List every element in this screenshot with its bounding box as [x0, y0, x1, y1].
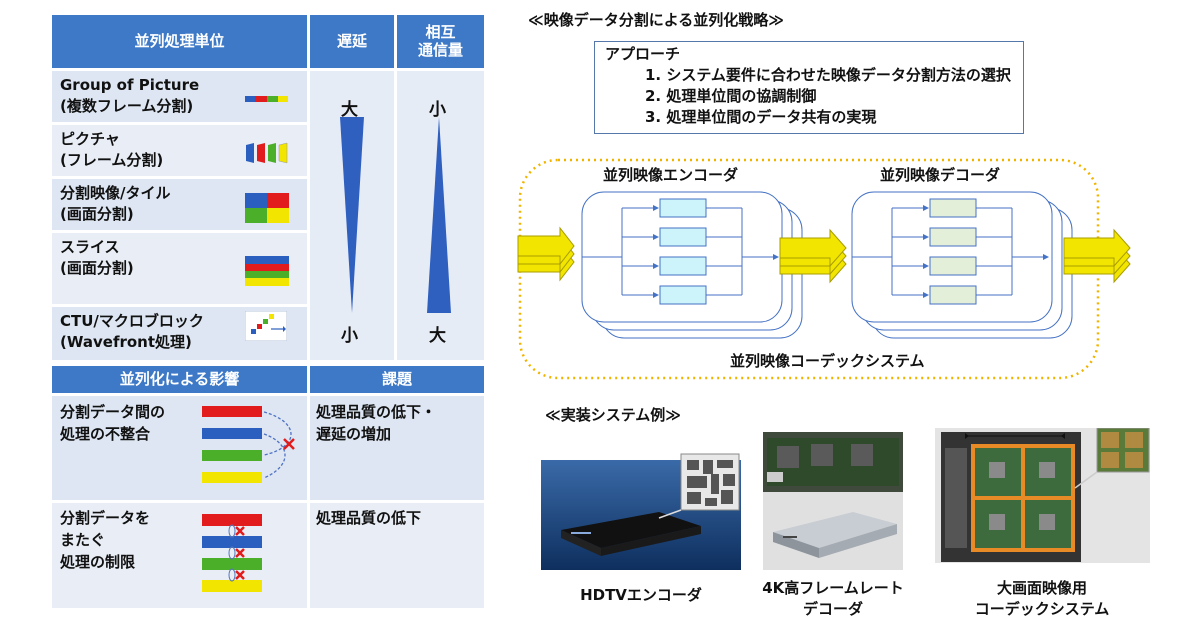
tile-icon — [245, 193, 289, 223]
parallel-codec-diagram — [517, 158, 1131, 380]
caption-4k-decoder: 4K高フレームレート デコーダ — [753, 578, 913, 620]
picture-frames-icon — [246, 142, 288, 164]
caption-hdtv-encoder: HDTVエンコーダ — [580, 586, 702, 604]
caption-large-line1: 大画面映像用 — [996, 579, 1087, 597]
table-row — [52, 396, 307, 500]
inconsistency-diagram — [202, 406, 295, 483]
system-label: 並列映像コーデックシステム — [730, 352, 925, 370]
4k-decoder-photo — [763, 432, 903, 570]
parallel-effect-table: 並列化による影響 課題 分割データ間の処理の不整合 処理品質の低下・遅延の増加 … — [52, 366, 484, 608]
header-comm-line1: 相互 — [425, 23, 456, 42]
parallel-unit-table: 並列処理単位 遅延 相互 通信量 Group of Picture(複数フレーム… — [52, 15, 484, 360]
communication-bottom-label: 大 — [429, 326, 446, 346]
table-row — [310, 503, 484, 608]
header-communication: 相互 通信量 — [397, 15, 484, 68]
encoder-label: 並列映像エンコーダ — [601, 165, 741, 187]
effect-label: 分割データ間の処理の不整合 — [60, 403, 166, 443]
issue-label: 処理品質の低下・遅延の増加 — [316, 403, 437, 443]
caption-4k-line1: 4K高フレームレート — [762, 579, 904, 597]
wavefront-icon — [245, 311, 287, 341]
output-arrow-icon — [1063, 228, 1131, 284]
row-label: 分割映像/タイル(画面分割) — [60, 184, 171, 223]
caption-large-screen-codec: 大画面映像用 コーデックシステム — [942, 578, 1142, 620]
large-screen-codec-photo — [935, 428, 1150, 563]
row-label: ピクチャ(フレーム分割) — [60, 130, 164, 169]
latency-bottom-label: 小 — [341, 326, 358, 346]
caption-large-line2: コーデックシステム — [974, 600, 1110, 618]
middle-arrow-icon — [779, 228, 847, 284]
row-label: Group of Picture(複数フレーム分割) — [60, 76, 200, 115]
approach-box: アプローチ 1. システム要件に合わせた映像データ分割方法の選択 2. 処理単位… — [594, 41, 1024, 134]
latency-wedge — [340, 117, 364, 313]
table-row — [52, 503, 307, 608]
table-row — [310, 396, 484, 500]
caption-4k-line2: デコーダ — [802, 600, 863, 618]
approach-item: 2. 処理単位間の協調制御 — [645, 87, 817, 105]
boundary-limit-diagram — [202, 514, 262, 592]
effect-label: 分割データをまたぐ処理の制限 — [60, 509, 151, 571]
communication-top-label: 小 — [429, 100, 446, 120]
communication-wedge — [427, 117, 451, 313]
decoder-label: 並列映像デコーダ — [878, 165, 1003, 187]
row-label: スライス(画面分割) — [60, 238, 134, 277]
header-parallel-unit: 並列処理単位 — [52, 15, 307, 68]
strategy-title: ≪映像データ分割による並列化戦略≫ — [528, 11, 784, 29]
hdtv-encoder-photo — [541, 453, 741, 570]
latency-top-label: 大 — [341, 100, 358, 120]
slice-icon — [245, 256, 289, 286]
approach-item: 1. システム要件に合わせた映像データ分割方法の選択 — [645, 66, 1011, 84]
examples-title: ≪実装システム例≫ — [545, 406, 681, 424]
header-comm-line2: 通信量 — [417, 40, 463, 59]
header-effect: 並列化による影響 — [52, 366, 307, 393]
row-label: CTU/マクロブロック(Wavefront処理) — [60, 312, 204, 351]
issue-label: 処理品質の低下 — [316, 509, 422, 527]
gop-icon — [245, 96, 288, 102]
input-arrow-icon — [517, 226, 575, 282]
approach-item: 3. 処理単位間のデータ共有の実現 — [645, 108, 877, 126]
header-issue: 課題 — [310, 366, 484, 393]
approach-title: アプローチ — [605, 45, 681, 63]
header-latency: 遅延 — [310, 15, 394, 68]
